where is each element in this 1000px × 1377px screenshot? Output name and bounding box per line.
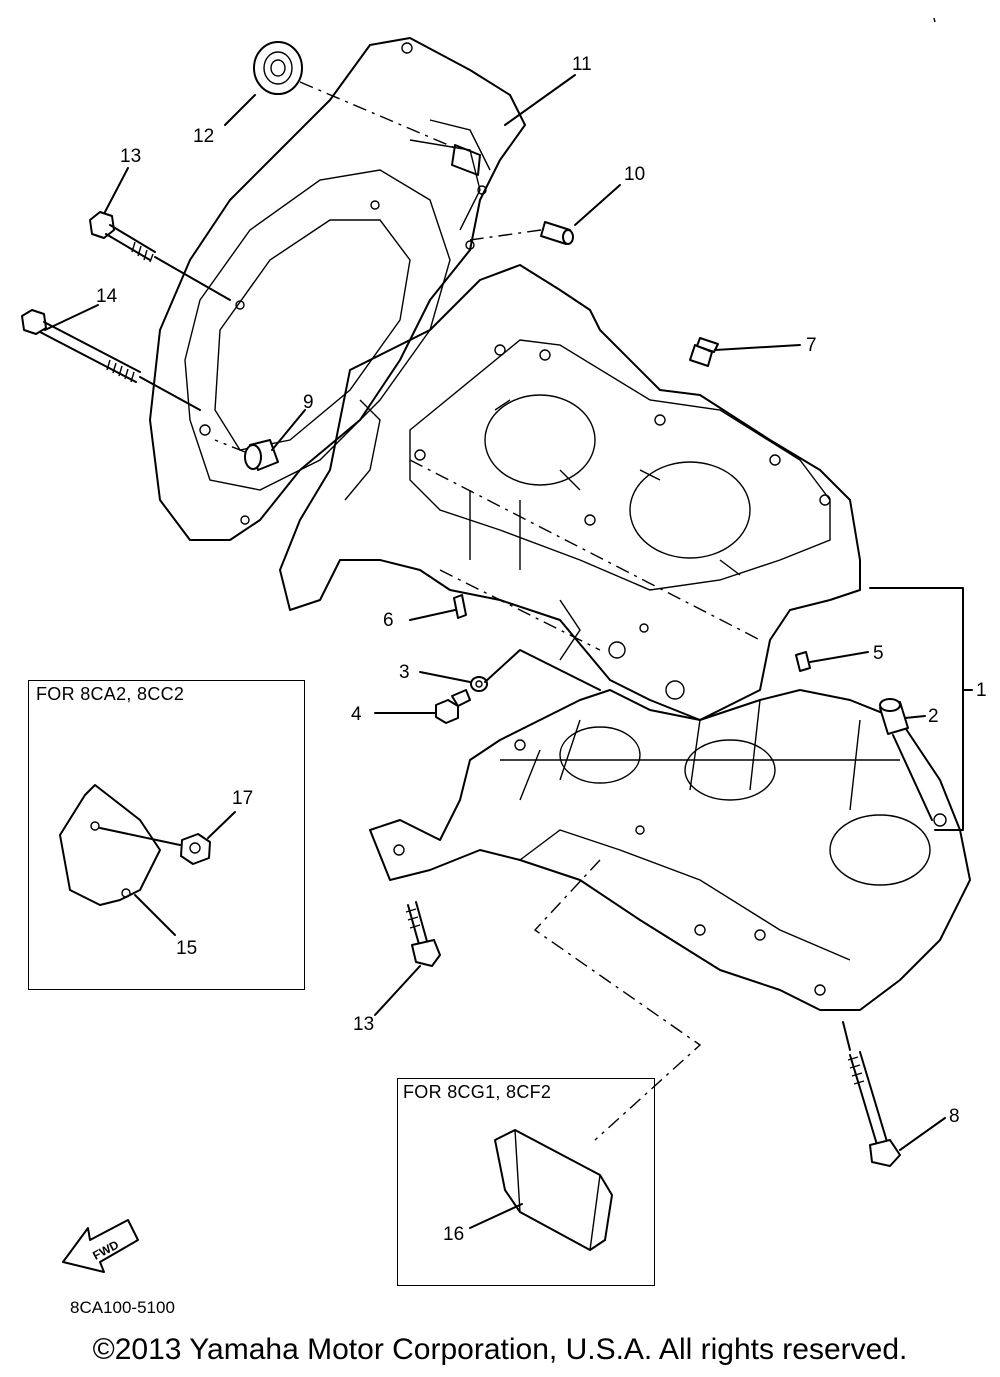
leader-11 bbox=[504, 74, 576, 126]
callout-16: 16 bbox=[443, 1224, 464, 1245]
nut-part-17 bbox=[180, 811, 236, 865]
fwd-arrow: FWD bbox=[62, 1219, 139, 1273]
bolt-part-13-upper bbox=[89, 211, 231, 301]
crankcase-cover-part-11 bbox=[149, 37, 526, 541]
inset-label-8ca2-8cc2: FOR 8CA2, 8CC2 bbox=[36, 684, 185, 704]
callout-13-upper: 13 bbox=[120, 146, 141, 167]
inset-label-8cg1-8cf2: FOR 8CG1, 8CF2 bbox=[403, 1082, 552, 1102]
bolt-part-4 bbox=[374, 689, 471, 724]
callout-7: 7 bbox=[806, 335, 817, 356]
diagram-code: 8CA100-5100 bbox=[70, 1298, 175, 1317]
callout-4: 4 bbox=[351, 704, 362, 725]
callout-13-lower: 13 bbox=[353, 1014, 374, 1035]
callout-15: 15 bbox=[176, 938, 197, 959]
leader-14 bbox=[44, 304, 99, 331]
callout-8: 8 bbox=[949, 1106, 960, 1127]
bolt-part-13-lower bbox=[374, 901, 441, 1016]
callout-12: 12 bbox=[193, 126, 214, 147]
bearing-part-12 bbox=[253, 41, 461, 151]
scan-speck bbox=[933, 17, 936, 23]
callout-2: 2 bbox=[928, 706, 939, 727]
dowel-part-6 bbox=[409, 594, 467, 621]
callout-9: 9 bbox=[303, 392, 314, 413]
crankcase-upper-part-1 bbox=[279, 264, 861, 721]
leader-9 bbox=[271, 409, 306, 451]
callout-14: 14 bbox=[96, 286, 118, 307]
callout-1: 1 bbox=[976, 680, 987, 701]
callout-11: 11 bbox=[572, 54, 592, 75]
copyright-notice: ©2013 Yamaha Motor Corporation, U.S.A. A… bbox=[92, 1333, 908, 1366]
bolt-part-14 bbox=[21, 309, 201, 411]
bracket-part-1 bbox=[869, 587, 973, 831]
leader-13a bbox=[104, 167, 129, 213]
fitting-part-7 bbox=[689, 337, 801, 367]
inset-box-8cg1-8cf2 bbox=[397, 1078, 655, 1286]
callout-6: 6 bbox=[383, 610, 394, 631]
leader-10 bbox=[574, 184, 621, 226]
cover-plate-part-15 bbox=[59, 784, 181, 936]
inset-box-8ca2-8cc2 bbox=[28, 680, 305, 990]
leader-12 bbox=[224, 94, 256, 126]
dowel-pin-part-10 bbox=[469, 221, 574, 245]
callout-5: 5 bbox=[873, 643, 884, 664]
inset-leader-lines bbox=[533, 859, 702, 1141]
crankcase-lower-part-1 bbox=[369, 689, 971, 1011]
bolt-part-8 bbox=[842, 1021, 946, 1167]
collar-part-9 bbox=[214, 439, 279, 471]
plate-part-16 bbox=[469, 1129, 613, 1251]
plug-part-2 bbox=[879, 698, 933, 821]
dowel-part-5 bbox=[795, 651, 869, 672]
callout-17: 17 bbox=[232, 788, 253, 809]
callout-3: 3 bbox=[399, 662, 410, 683]
washer-part-3 bbox=[419, 649, 601, 692]
callout-10: 10 bbox=[624, 164, 645, 185]
